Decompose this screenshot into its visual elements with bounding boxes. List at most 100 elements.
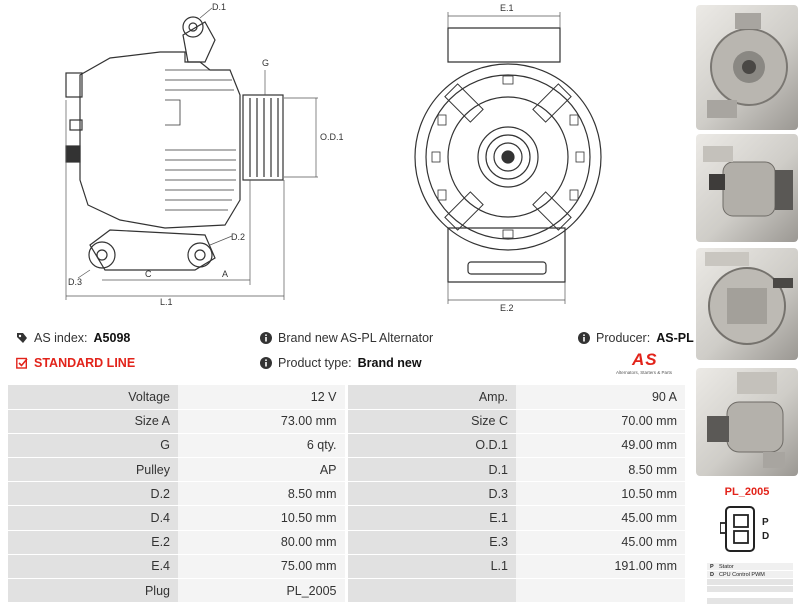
spec-label: Size A xyxy=(8,409,178,434)
as-logo-mark: AS xyxy=(632,350,658,369)
product-type-value: Brand new xyxy=(357,356,422,370)
spec-value: 70.00 mm xyxy=(516,409,685,434)
mount-hole-d2 xyxy=(187,242,213,268)
spec-value: 8.50 mm xyxy=(516,457,685,483)
spec-label: Voltage xyxy=(8,385,178,410)
label-l1: L.1 xyxy=(160,297,173,307)
spec-label: D.2 xyxy=(8,481,178,507)
producer-value: AS-PL xyxy=(656,331,694,345)
producer-label: Producer: xyxy=(596,331,651,345)
product-type-row: Product type: Brand new xyxy=(260,356,422,370)
spec-label: Amp. xyxy=(346,385,516,410)
spec-label: O.D.1 xyxy=(346,433,516,459)
spec-label: L.1 xyxy=(346,554,516,580)
label-d1: D.1 xyxy=(212,2,226,12)
spec-label: E.4 xyxy=(8,554,178,580)
spec-value: 45.00 mm xyxy=(516,530,685,555)
product-photo-rear[interactable] xyxy=(696,248,798,360)
spec-label: Size C xyxy=(346,409,516,434)
label-a: A xyxy=(222,269,228,279)
label-od1: O.D.1 xyxy=(320,132,344,142)
info-icon xyxy=(260,332,272,344)
spec-value: 49.00 mm xyxy=(516,433,685,459)
label-c: C xyxy=(145,269,152,279)
checkbox-checked-icon xyxy=(16,357,28,369)
product-photo-front[interactable] xyxy=(696,5,798,130)
product-photo-angle[interactable] xyxy=(696,368,798,476)
label-d2: D.2 xyxy=(231,232,245,242)
label-d3: D.3 xyxy=(68,277,82,287)
spec-label: E.2 xyxy=(8,530,178,555)
as-index-value: A5098 xyxy=(93,331,131,345)
as-index-label: AS index: xyxy=(34,331,88,345)
front-view-drawing xyxy=(414,27,602,283)
spec-value xyxy=(516,578,685,604)
label-g: G xyxy=(262,58,269,68)
legend-row: P Stator xyxy=(707,563,793,570)
legend-row-empty xyxy=(707,586,793,592)
mount-hole-d3 xyxy=(88,241,116,269)
producer-row: Producer: AS-PL xyxy=(578,331,694,345)
spec-value: AP xyxy=(178,457,348,483)
spec-label: E.3 xyxy=(346,530,516,555)
spec-value: PL_2005 xyxy=(178,578,348,604)
legend-row-empty xyxy=(707,579,793,585)
label-e2: E.2 xyxy=(500,303,514,313)
mount-hole-d1 xyxy=(182,16,204,38)
plug-pin-d: D xyxy=(762,531,769,542)
description-row: Brand new AS-PL Alternator xyxy=(260,331,433,345)
spec-label xyxy=(346,578,516,604)
product-description: Brand new AS-PL Alternator xyxy=(278,331,434,345)
spec-value: 10.50 mm xyxy=(516,481,685,507)
side-view-body xyxy=(79,51,241,229)
label-e1: E.1 xyxy=(500,3,514,13)
spec-value: 191.00 mm xyxy=(516,554,685,580)
legend-row-empty xyxy=(707,598,793,604)
spec-value: 12 V xyxy=(178,385,348,410)
pulley-drawing xyxy=(242,94,284,181)
product-photo-side[interactable] xyxy=(696,134,798,242)
alternator-side-image xyxy=(703,146,793,217)
spec-label: G xyxy=(8,433,178,459)
side-view-fins xyxy=(165,69,236,211)
spec-label: D.1 xyxy=(346,457,516,483)
spec-label: D.4 xyxy=(8,505,178,531)
spec-label: Plug xyxy=(8,578,178,604)
as-logo: AS Alternators, Starters & Parts xyxy=(616,350,686,378)
alternator-front-image xyxy=(707,13,788,118)
alternator-rear-image xyxy=(705,252,793,345)
spec-label: E.1 xyxy=(346,505,516,531)
plug-pin-p: P xyxy=(762,517,769,528)
technical-drawings: D.1 G O.D.1 D.2 D.3 C A L.1 E.1 E.2 xyxy=(65,2,602,313)
plug-legend: P Stator D CPU Control PWM xyxy=(707,563,793,605)
legend-row: D CPU Control PWM xyxy=(707,571,793,578)
spec-label: D.3 xyxy=(346,481,516,507)
standard-line-row: STANDARD LINE xyxy=(16,356,135,370)
plug-connector-diagram: P D xyxy=(720,506,769,552)
spec-value: 8.50 mm xyxy=(178,481,348,507)
side-view-connector xyxy=(65,72,83,98)
front-view-vents xyxy=(431,75,585,239)
info-icon xyxy=(260,357,272,369)
as-logo-tagline: Alternators, Starters & Parts xyxy=(616,370,673,375)
product-type-label: Product type: xyxy=(278,356,352,370)
plug-code[interactable]: PL_2005 xyxy=(724,486,770,498)
alternator-angle-image xyxy=(707,372,785,468)
spec-value: 73.00 mm xyxy=(178,409,348,434)
spec-value: 10.50 mm xyxy=(178,505,348,531)
standard-line-label: STANDARD LINE xyxy=(34,356,136,370)
spec-value: 80.00 mm xyxy=(178,530,348,555)
spec-value: 90 A xyxy=(516,385,685,410)
info-icon xyxy=(578,332,590,344)
spec-label: Pulley xyxy=(8,457,178,483)
spec-value: 45.00 mm xyxy=(516,505,685,531)
